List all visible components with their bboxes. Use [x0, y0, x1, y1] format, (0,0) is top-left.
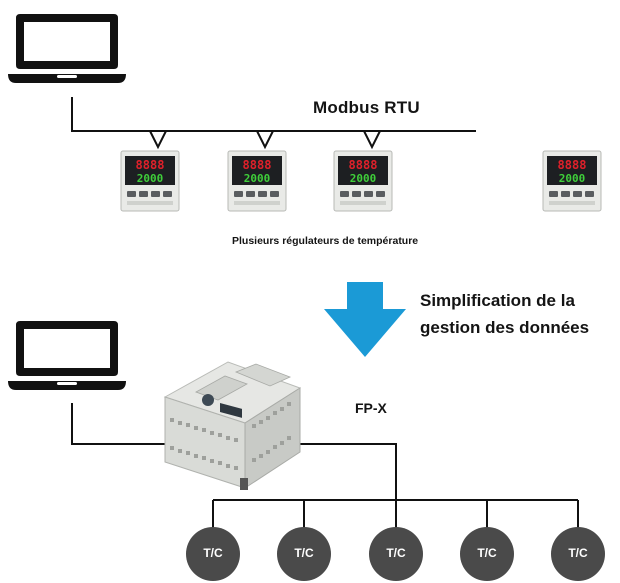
controller-key-icon — [270, 191, 279, 197]
down-arrow-icon — [324, 282, 406, 357]
controller-sv-readout: 2000 — [244, 172, 271, 185]
controllers-caption: Plusieurs régulateurs de température — [232, 235, 419, 247]
controller-sv-readout: 2000 — [559, 172, 586, 185]
fp-x-label: FP-X — [355, 400, 387, 416]
controller-pv-readout: 8888 — [136, 158, 165, 172]
controller-key-icon — [364, 191, 373, 197]
controller-key-icon — [151, 191, 160, 197]
thermocouple-circle — [551, 527, 605, 581]
controller-key-icon — [340, 191, 349, 197]
modbus-rtu-label: Modbus RTU — [313, 98, 420, 117]
controller-key-icon — [139, 191, 148, 197]
controller-key-icon — [549, 191, 558, 197]
controller-key-icon — [573, 191, 582, 197]
controller-sv-readout: 2000 — [350, 172, 377, 185]
controller-key-icon — [585, 191, 594, 197]
controller-pv-readout: 8888 — [243, 158, 272, 172]
simplification-line-1: Simplification de la — [420, 291, 575, 310]
thermocouple-label: T/C — [294, 546, 314, 560]
controller-pv-readout: 8888 — [349, 158, 378, 172]
thermocouple-label: T/C — [568, 546, 588, 560]
laptop-icon-bottom — [8, 321, 126, 390]
thermocouple-label: T/C — [203, 546, 223, 560]
simplification-line-2: gestion des données — [420, 318, 590, 337]
controller-key-icon — [163, 191, 172, 197]
laptop-icon-top — [8, 14, 126, 83]
thermocouple-circle — [460, 527, 514, 581]
controller-key-icon — [561, 191, 570, 197]
thermocouple-icons — [186, 527, 605, 581]
thermocouple-label: T/C — [386, 546, 406, 560]
modbus-rtu-bus-line — [71, 97, 476, 150]
thermocouple-circle — [277, 527, 331, 581]
controller-key-icon — [376, 191, 385, 197]
plc-wiring-lines — [71, 403, 579, 530]
controller-key-icon — [352, 191, 361, 197]
controller-sv-readout: 2000 — [137, 172, 164, 185]
simplification-caption: Simplification de la gestion des données — [420, 287, 589, 341]
thermocouple-circle — [186, 527, 240, 581]
thermocouple-circle — [369, 527, 423, 581]
controller-key-icon — [127, 191, 136, 197]
controller-key-icon — [234, 191, 243, 197]
controller-key-icon — [246, 191, 255, 197]
fp-x-plc-device — [163, 361, 302, 490]
controller-key-icon — [258, 191, 267, 197]
thermocouple-label: T/C — [477, 546, 497, 560]
controller-pv-readout: 8888 — [558, 158, 587, 172]
